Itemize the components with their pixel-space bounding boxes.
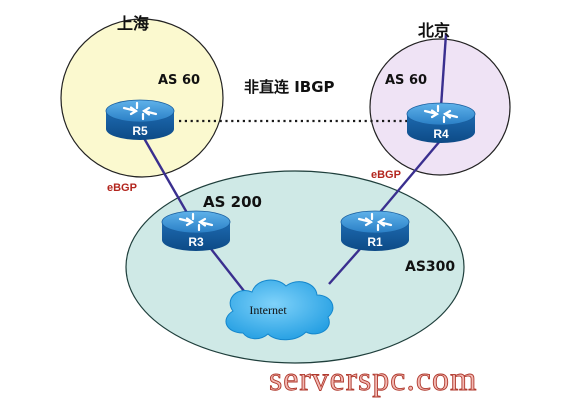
router-r1: R1 <box>339 209 411 253</box>
as200-label: AS 200 <box>203 193 262 211</box>
ebgp-label-left: eBGP <box>107 182 137 194</box>
beijing-as-label: AS 60 <box>385 73 427 88</box>
router-r3: R3 <box>160 209 232 253</box>
beijing-city-label: 北京 <box>418 21 450 40</box>
ebgp-link-r5-r3 <box>139 132 192 219</box>
router-r1-label: R1 <box>367 235 383 249</box>
internet-cloud: Internet <box>225 279 334 341</box>
ebgp-label-right: eBGP <box>371 169 401 181</box>
ibgp-label: 非直连 IBGP <box>244 78 335 96</box>
ebgp-link-r4-r1 <box>375 140 441 218</box>
router-r5-label: R5 <box>132 124 148 138</box>
router-r3-label: R3 <box>188 235 204 249</box>
shanghai-as-label: AS 60 <box>158 73 200 88</box>
router-r4: R4 <box>405 101 477 145</box>
shanghai-city-label: 上海 <box>117 14 149 33</box>
as300-label: AS300 <box>405 259 455 275</box>
watermark: serverspc.com <box>269 361 477 398</box>
router-r5: R5 <box>104 98 176 142</box>
shanghai-region <box>60 18 224 178</box>
router-r4-label: R4 <box>433 127 449 141</box>
internet-label: Internet <box>249 303 287 317</box>
r4-uplink <box>439 33 448 108</box>
